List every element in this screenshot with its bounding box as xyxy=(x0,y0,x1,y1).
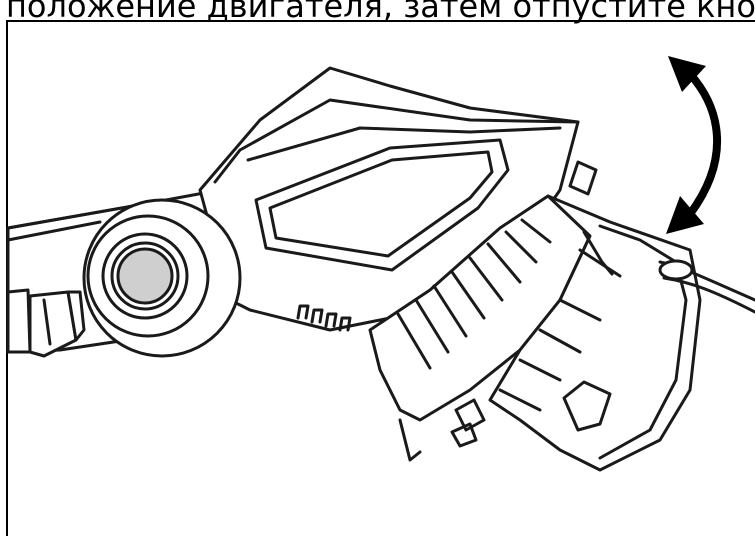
throttle-cable xyxy=(658,259,755,314)
throttle-drum xyxy=(450,194,702,472)
release-button xyxy=(116,247,174,305)
double-headed-curved-arrow-icon xyxy=(666,56,722,234)
pivot-hub xyxy=(82,198,242,358)
